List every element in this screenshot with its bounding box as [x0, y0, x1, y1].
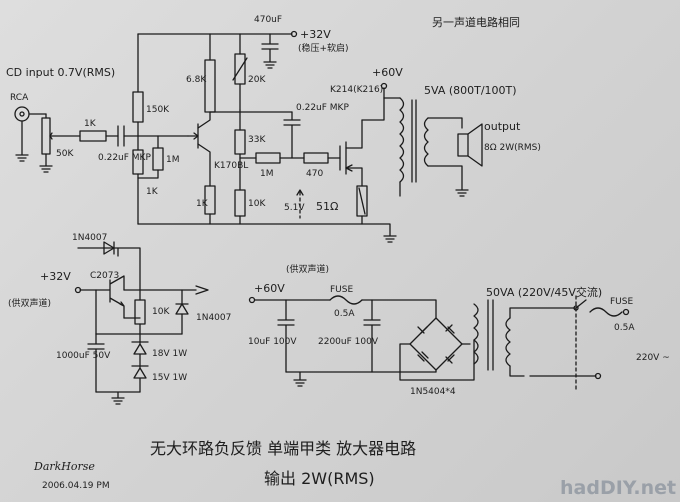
- ac-fuse: [589, 307, 623, 317]
- bias-resistor-150k: [132, 91, 144, 123]
- series-resistor-1k: [79, 130, 107, 142]
- q1-label: K170BL: [214, 161, 248, 171]
- dc-fuse: [329, 295, 363, 305]
- bridge-rectifier: [409, 317, 463, 371]
- zener-diodes: [131, 333, 149, 393]
- diode-top-label: 1N4007: [72, 233, 107, 243]
- regulator-circuit: [74, 241, 209, 405]
- gate-resistor-1m: [152, 147, 164, 171]
- rca-jack: [14, 106, 30, 122]
- series-resistor-label: 1K: [84, 119, 97, 129]
- rca-ground: [15, 120, 29, 162]
- supply-32v-label: +32V: [300, 28, 331, 41]
- cap-2200uf-label: 2200uF 100V: [318, 337, 379, 347]
- jfet-k170bl: [187, 123, 199, 149]
- feedback-cap-0.22uf: [283, 111, 301, 159]
- author-date: 2006.04.19 PM: [42, 481, 110, 491]
- ac-fuse-value: 0.5A: [614, 323, 635, 333]
- supply-60v-terminal: [380, 82, 388, 90]
- diode-1n4007-right: [175, 303, 189, 315]
- speaker: [457, 133, 469, 157]
- supply-32v-terminal: [290, 30, 298, 38]
- cap-2200uf: [363, 299, 381, 373]
- dc-fuse-label: FUSE: [330, 285, 353, 295]
- output-spec-label: 8Ω 2W(RMS): [484, 143, 541, 153]
- drain-resistor-6k8: [204, 59, 216, 113]
- footer-title: 无大环路负反馈 单端甲类 放大器电路: [150, 439, 416, 458]
- mains-transformer: [473, 303, 479, 365]
- cap-10uf-label: 10uF 100V: [248, 337, 297, 347]
- decoupling-cap-470uf: [261, 33, 279, 69]
- watermark: hadDIY.net: [560, 477, 676, 499]
- gate-resistor-10k: [234, 189, 246, 217]
- resistor-51-label: 51Ω: [316, 200, 338, 213]
- resistor-10k-label: 10K: [248, 199, 266, 209]
- gate-stopper-470: [303, 152, 329, 164]
- rca-label: RCA: [10, 93, 29, 103]
- resistor-1m-fb-label: 1M: [260, 169, 274, 179]
- feedback-resistor-1m: [255, 152, 281, 164]
- diode-1n4007-top: [103, 241, 115, 255]
- author-signature: DarkHorse: [33, 460, 95, 473]
- resistor-470-label: 470: [306, 169, 323, 179]
- supply-60v-label: +60V: [372, 66, 403, 79]
- other-channel-note: 另一声道电路相同: [432, 15, 520, 29]
- cd-input-label: CD input 0.7V(RMS): [6, 66, 115, 79]
- resistor-6k8-label: 6.8K: [186, 75, 207, 85]
- resistor-33k-label: 33K: [248, 135, 266, 145]
- resistor-1m-label: 1M: [166, 155, 180, 165]
- supply-32v-note: (稳压+软启): [298, 42, 349, 54]
- filter-cap-label: 1000uF 50V: [56, 351, 111, 361]
- mains-label: 220V ~: [636, 353, 670, 363]
- transistor-label: C2073: [90, 271, 119, 281]
- dc-fuse-value: 0.5A: [334, 309, 355, 319]
- mains-terminal-bottom: [594, 372, 602, 380]
- cap-470uf-label: 470uF: [254, 15, 282, 25]
- output-transformer: [399, 97, 405, 183]
- input-cap-label: 0.22uF MKP: [98, 153, 151, 163]
- zener-2-label: 15V 1W: [152, 373, 187, 383]
- amplifier-circuit: [14, 30, 483, 243]
- regulator-resistor-10k: [134, 299, 146, 325]
- regulator-10k-label: 10K: [152, 307, 170, 317]
- resistor-1k-src-label: 1K: [196, 199, 209, 209]
- transistor-c2073: [95, 275, 125, 319]
- psu-out-note: (供双声道): [286, 263, 329, 275]
- preset-20k-label: 20K: [248, 75, 266, 85]
- gate-resistor-33k: [234, 129, 246, 155]
- mains-terminal-top: [622, 308, 630, 316]
- ac-fuse-label: FUSE: [610, 297, 633, 307]
- amp-ground-rail: [137, 223, 397, 243]
- filter-cap-1000uf: [87, 333, 105, 393]
- footer-subtitle: 输出 2W(RMS): [264, 469, 375, 488]
- resistor-1k-low-label: 1K: [146, 187, 159, 197]
- q2-label: K214(K216): [330, 85, 383, 95]
- power-supply-circuit: [248, 295, 630, 393]
- pot-label: 50K: [56, 149, 74, 159]
- bridge-label: 1N5404*4: [410, 387, 456, 397]
- psu-output-terminal: [248, 296, 256, 304]
- mains-transformer-label: 50VA (220V/45V交流): [486, 285, 602, 299]
- zener-1-label: 18V 1W: [152, 349, 187, 359]
- input-pot-50k: [41, 117, 51, 155]
- diode-right-label: 1N4007: [196, 313, 231, 323]
- psu-out-label: +60V: [254, 282, 285, 295]
- output-label: output: [484, 120, 521, 133]
- feedback-cap-label: 0.22uF MKP: [296, 103, 349, 113]
- input-cap-0.22uf: [117, 125, 125, 147]
- mosfet-k214: [339, 141, 347, 175]
- vgs-label: 5.1V: [284, 203, 305, 213]
- output-transformer-label: 5VA (800T/100T): [424, 84, 517, 97]
- resistor-150k-label: 150K: [146, 105, 170, 115]
- regulator-input-note: (供双声道): [8, 297, 51, 309]
- regulator-output-arrow: [195, 285, 209, 295]
- cap-10uf: [277, 299, 295, 373]
- regulator-input-label: +32V: [40, 270, 71, 283]
